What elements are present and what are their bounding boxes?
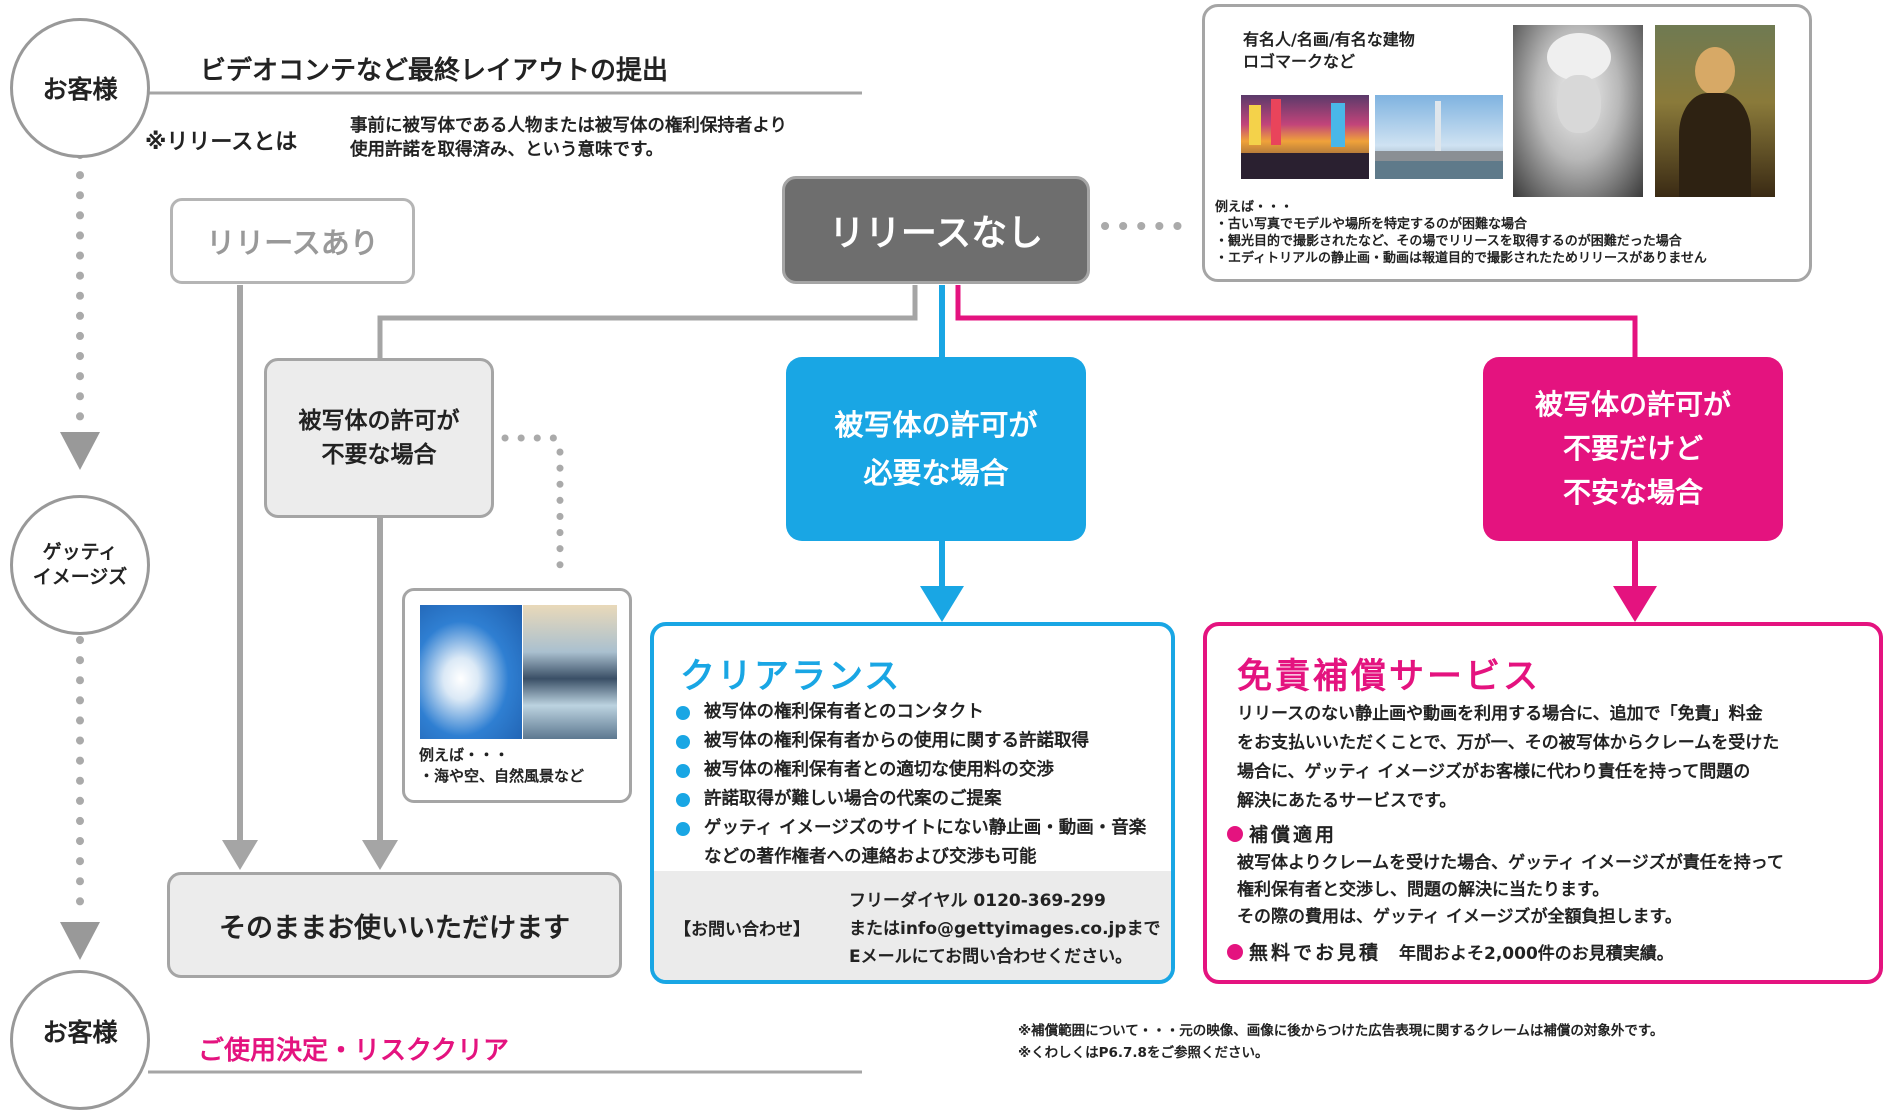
getty-label: ゲッティ イメージズ bbox=[32, 541, 128, 588]
step-title-layout: ビデオコンテなど最終レイアウトの提出 bbox=[200, 56, 669, 86]
sky-clouds-photo bbox=[420, 605, 522, 739]
painting-photo bbox=[1655, 25, 1775, 197]
clearance-contact-area: 【お問い合わせ】 フリーダイヤル 0120-369-299 またはinfo@ge… bbox=[654, 871, 1171, 980]
bullet-dot-icon bbox=[1227, 943, 1243, 960]
list-item: 許諾取得が難しい場合の代案のご提案 bbox=[674, 785, 1169, 814]
permission-not-required-anxious-label: 被写体の許可が 不要だけど 不安な場合 bbox=[1534, 388, 1731, 509]
clearance-title: クリアランス bbox=[680, 657, 902, 697]
famous-examples-panel: 有名人/名画/有名な建物 ロゴマークなど 例えば・・・ ・古い写真でモデルや場所… bbox=[1202, 4, 1812, 282]
getty-images-circle: ゲッティ イメージズ bbox=[10, 495, 150, 635]
nature-examples-text: 例えば・・・ ・海や空、自然風景など bbox=[419, 746, 585, 785]
step-title-decision: ご使用決定・リスククリア bbox=[198, 1036, 509, 1066]
tower-skyline-photo bbox=[1375, 95, 1503, 179]
indemnity-description: リリースのない静止画や動画を利用する場合に、追加で「免責」料金 をお支払いいただ… bbox=[1237, 704, 1780, 811]
celebrity-portrait-photo bbox=[1513, 25, 1643, 197]
famous-examples-text: 例えば・・・ ・古い写真でモデルや場所を特定するのが困難な場合 ・観光目的で撮影… bbox=[1215, 200, 1707, 266]
customer-label: お客様 bbox=[42, 75, 118, 104]
contact-label: 【お問い合わせ】 bbox=[674, 920, 810, 940]
indemnity-title: 免責補償サービス bbox=[1237, 657, 1542, 697]
contact-text: フリーダイヤル 0120-369-299 またはinfo@gettyimages… bbox=[849, 891, 1161, 967]
permission-required-label: 被写体の許可が 必要な場合 bbox=[834, 408, 1038, 490]
release-no-label: リリースなし bbox=[828, 213, 1044, 254]
nature-examples-panel: 例えば・・・ ・海や空、自然風景など bbox=[402, 588, 632, 803]
indemnity-applied-text: 被写体よりクレームを受けた場合、ゲッティ イメージズが責任を持って 権利保有者と… bbox=[1237, 853, 1784, 927]
release-definition-label: ※リリースとは bbox=[145, 130, 298, 155]
indemnity-applied-heading: 補償適用 bbox=[1227, 820, 1337, 847]
release-no-box: リリースなし bbox=[782, 176, 1090, 284]
permission-not-required-box: 被写体の許可が 不要な場合 bbox=[264, 358, 494, 518]
permission-required-box: 被写体の許可が 必要な場合 bbox=[786, 357, 1086, 541]
list-item: 被写体の権利保有者からの使用に関する許諾取得 bbox=[674, 727, 1169, 756]
indemnity-panel: 免責補償サービス リリースのない静止画や動画を利用する場合に、追加で「免責」料金… bbox=[1203, 622, 1883, 984]
use-as-is-box: そのままお使いいただけます bbox=[167, 872, 622, 978]
indemnity-estimate-row: 無料でお見積 年間およそ2,000件のお見積実績。 bbox=[1227, 938, 1674, 965]
release-yes-label: リリースあり bbox=[206, 226, 379, 260]
permission-not-required-anxious-box: 被写体の許可が 不要だけど 不安な場合 bbox=[1483, 357, 1783, 541]
customer-circle-top: お客様 bbox=[10, 18, 150, 158]
release-yes-box: リリースあり bbox=[170, 198, 415, 284]
indemnity-estimate-label: 無料でお見積 bbox=[1249, 942, 1382, 964]
bullet-dot-icon bbox=[1227, 825, 1243, 842]
indemnity-applied-label: 補償適用 bbox=[1249, 824, 1338, 846]
clearance-panel: クリアランス 被写体の権利保有者とのコンタクト 被写体の権利保有者からの使用に関… bbox=[650, 622, 1175, 984]
release-definition-text: 事前に被写体である人物または被写体の権利保持者より 使用許諾を取得済み、という意… bbox=[350, 116, 787, 160]
customer-label: お客様 bbox=[42, 1018, 118, 1047]
customer-circle-bottom: お客様 bbox=[10, 970, 150, 1110]
clearance-service-list: 被写体の権利保有者とのコンタクト 被写体の権利保有者からの使用に関する許諾取得 … bbox=[674, 698, 1169, 872]
list-item: ゲッティ イメージズのサイトにない静止画・動画・音楽 などの著作権者への連絡およ… bbox=[674, 814, 1169, 872]
list-item: 被写体の権利保有者との適切な使用料の交渉 bbox=[674, 756, 1169, 785]
footnote: ※補償範囲について・・・元の映像、画像に後からつけた広告表現に関するクレームは補… bbox=[1018, 1023, 1664, 1061]
sea-landscape-photo bbox=[523, 605, 617, 739]
indemnity-estimate-text: 年間およそ2,000件のお見積実績。 bbox=[1399, 944, 1674, 964]
city-street-photo bbox=[1241, 95, 1369, 179]
use-as-is-label: そのままお使いいただけます bbox=[219, 912, 570, 944]
famous-heading: 有名人/名画/有名な建物 ロゴマークなど bbox=[1243, 30, 1415, 71]
list-item: 被写体の権利保有者とのコンタクト bbox=[674, 698, 1169, 727]
permission-not-required-label: 被写体の許可が 不要な場合 bbox=[298, 408, 460, 468]
